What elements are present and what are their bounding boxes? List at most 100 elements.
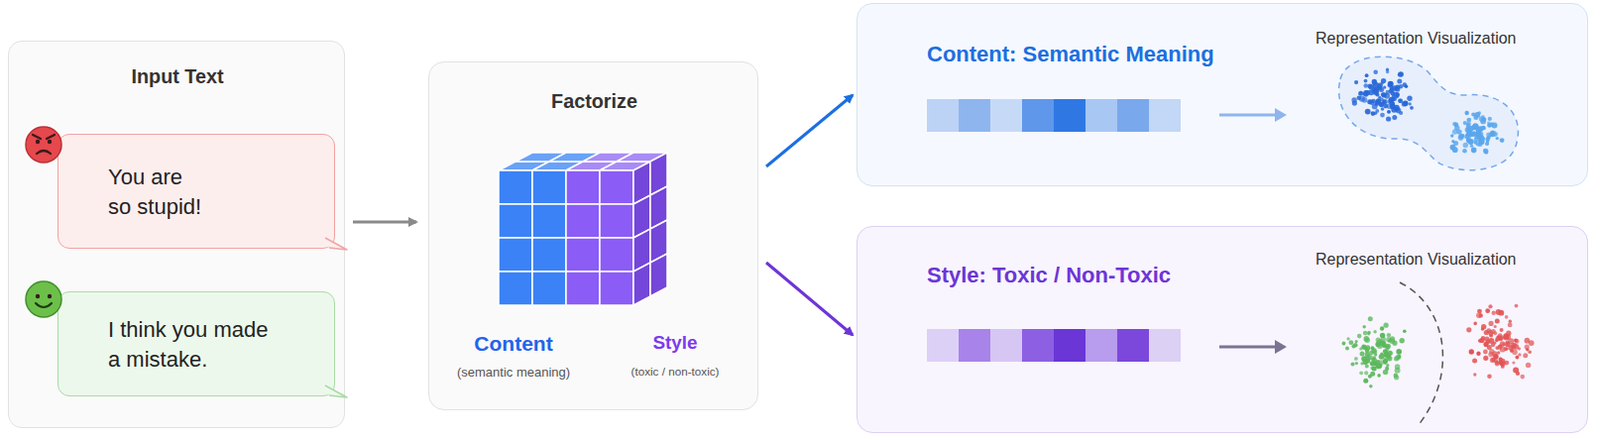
data-point bbox=[1372, 360, 1377, 365]
data-point bbox=[1376, 342, 1383, 349]
data-point bbox=[1398, 111, 1403, 115]
cube-front-cell bbox=[566, 170, 600, 205]
data-point bbox=[1454, 124, 1460, 130]
data-point bbox=[1464, 133, 1470, 139]
data-point bbox=[1368, 89, 1374, 96]
data-point bbox=[1376, 83, 1383, 90]
data-point bbox=[1468, 132, 1472, 136]
data-point bbox=[1396, 354, 1401, 359]
data-point bbox=[1476, 312, 1483, 319]
data-point bbox=[1476, 130, 1483, 137]
cube-front-cell bbox=[498, 271, 533, 306]
data-point bbox=[1488, 348, 1494, 354]
data-point bbox=[1466, 125, 1471, 130]
data-point bbox=[1453, 140, 1459, 146]
data-point bbox=[1379, 326, 1384, 331]
data-point bbox=[1474, 136, 1480, 142]
style-panel: Style: Toxic / Non-ToxicRepresentation V… bbox=[856, 226, 1589, 434]
data-point bbox=[1406, 96, 1412, 102]
data-point bbox=[1401, 101, 1407, 107]
data-point bbox=[1513, 343, 1520, 350]
data-point bbox=[1468, 125, 1474, 131]
data-point bbox=[1354, 80, 1359, 85]
nontoxic-cluster bbox=[1342, 316, 1407, 388]
data-point bbox=[1515, 371, 1520, 376]
data-point bbox=[1378, 87, 1384, 93]
vector-cell bbox=[958, 329, 991, 362]
flow-arrow bbox=[766, 95, 853, 167]
data-point bbox=[1394, 367, 1401, 374]
data-point bbox=[1375, 337, 1381, 343]
data-point bbox=[1499, 361, 1504, 366]
data-point bbox=[1452, 121, 1457, 126]
data-point bbox=[1367, 332, 1371, 336]
bubble-tail bbox=[325, 237, 349, 258]
data-point bbox=[1391, 94, 1396, 99]
data-point bbox=[1365, 346, 1369, 350]
data-point bbox=[1364, 79, 1369, 84]
data-point bbox=[1469, 131, 1475, 137]
data-point bbox=[1481, 125, 1486, 130]
data-point bbox=[1385, 68, 1389, 72]
data-point bbox=[1527, 350, 1532, 355]
data-point bbox=[1371, 365, 1375, 370]
data-point bbox=[1487, 330, 1493, 336]
data-point bbox=[1365, 337, 1372, 343]
data-point bbox=[1466, 127, 1472, 133]
data-point bbox=[1371, 347, 1376, 353]
data-point bbox=[1379, 97, 1384, 102]
label-text: (semantic meaning) bbox=[433, 364, 594, 380]
data-point bbox=[1386, 110, 1391, 115]
data-point bbox=[1371, 99, 1376, 105]
style-arrow-head bbox=[1274, 340, 1287, 354]
cube-top-cell bbox=[532, 161, 583, 171]
data-point bbox=[1485, 339, 1491, 344]
data-point bbox=[1380, 342, 1387, 348]
cube-side-cell bbox=[633, 228, 651, 272]
label-text: (toxic / non-toxic) bbox=[595, 364, 755, 378]
data-point bbox=[1374, 87, 1378, 91]
data-point bbox=[1385, 352, 1390, 357]
data-point bbox=[1499, 328, 1504, 333]
flow-arrow bbox=[352, 221, 417, 225]
data-point bbox=[1378, 102, 1384, 108]
data-point bbox=[1522, 352, 1528, 358]
data-point bbox=[1365, 73, 1370, 78]
data-point bbox=[1503, 346, 1508, 351]
cube-front-cell bbox=[599, 170, 634, 205]
data-point bbox=[1492, 353, 1498, 359]
data-point bbox=[1397, 72, 1402, 77]
data-point bbox=[1477, 132, 1484, 139]
cube-top-cell bbox=[515, 152, 567, 162]
data-point bbox=[1474, 125, 1480, 131]
cube-front-cell bbox=[498, 204, 533, 238]
vector-cell bbox=[1085, 99, 1118, 132]
data-point bbox=[1351, 361, 1356, 366]
data-point bbox=[1514, 339, 1520, 344]
data-point bbox=[1494, 360, 1499, 365]
data-point bbox=[1382, 349, 1386, 353]
data-point bbox=[1511, 342, 1517, 348]
data-point bbox=[1511, 360, 1515, 364]
data-point bbox=[1463, 120, 1468, 125]
data-point bbox=[1490, 342, 1495, 347]
data-point bbox=[1342, 342, 1347, 346]
data-point bbox=[1371, 88, 1376, 94]
data-point bbox=[1380, 81, 1384, 85]
data-point bbox=[1370, 371, 1375, 377]
data-point bbox=[1387, 99, 1392, 104]
data-point bbox=[1380, 107, 1385, 112]
data-point bbox=[1371, 88, 1375, 92]
data-point bbox=[1367, 99, 1372, 105]
data-point bbox=[1377, 96, 1381, 100]
data-point bbox=[1391, 114, 1397, 120]
data-point bbox=[1476, 142, 1481, 147]
label-text: Content: Semantic Meaning bbox=[926, 41, 1215, 68]
data-point bbox=[1487, 116, 1492, 121]
data-point bbox=[1355, 340, 1359, 343]
data-point bbox=[1490, 329, 1496, 335]
data-point bbox=[1359, 370, 1364, 375]
data-point bbox=[1374, 102, 1379, 107]
data-point bbox=[1504, 315, 1509, 320]
cube-front-cell bbox=[566, 271, 600, 306]
